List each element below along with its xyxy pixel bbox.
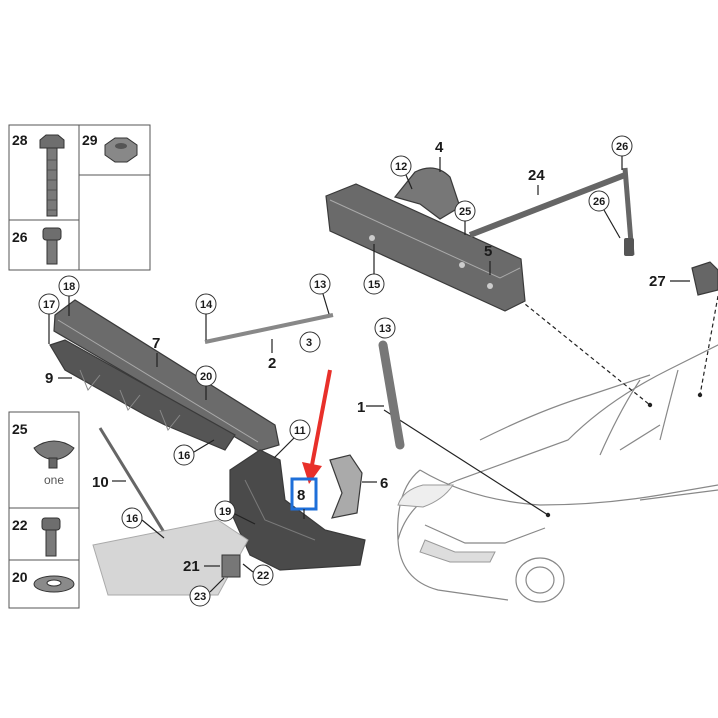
svg-text:26: 26 [593, 196, 605, 208]
svg-text:12: 12 [395, 161, 407, 173]
callout-23: 23 [189, 577, 225, 607]
legend-label-22: 22 [12, 517, 28, 533]
screw-22-icon [41, 517, 61, 557]
svg-text:22: 22 [257, 570, 269, 582]
svg-text:20: 20 [200, 371, 212, 383]
screw-26-icon [42, 227, 62, 265]
indicator-arrow [302, 369, 332, 484]
bolt-28-icon [39, 134, 65, 217]
svg-text:17: 17 [43, 299, 55, 311]
label-7: 7 [152, 335, 160, 352]
callout-26-top: 26 [611, 135, 633, 170]
part-2-rod [204, 313, 334, 344]
legend-label-28: 28 [12, 132, 28, 148]
label-27: 27 [649, 273, 666, 290]
callout-16-low: 16 [121, 507, 165, 539]
callout-3: 3 [299, 331, 321, 353]
label-21: 21 [183, 558, 200, 575]
part-27-bracket [691, 261, 718, 296]
legend-label-20: 20 [12, 569, 28, 585]
callout-16-mid: 16 [173, 439, 215, 466]
leader-5-car [519, 299, 651, 406]
callout-20: 20 [195, 365, 217, 400]
callout-13-mid: 13 [374, 317, 396, 339]
svg-text:3: 3 [306, 337, 312, 349]
legend-label-29: 29 [82, 132, 98, 148]
part-10-strut [98, 427, 172, 543]
part-21-clip [221, 554, 241, 578]
part-7-cowl [53, 299, 280, 452]
leader-1-car [383, 409, 549, 516]
label-2: 2 [268, 355, 276, 372]
callout-12: 12 [390, 155, 413, 190]
legend-label-26: 26 [12, 229, 28, 245]
callout-13-top: 13 [309, 273, 331, 315]
part-26-screw [624, 238, 634, 256]
label-6: 6 [380, 475, 388, 492]
svg-text:13: 13 [379, 323, 391, 335]
label-4: 4 [435, 139, 444, 156]
callout-25: 25 [454, 200, 476, 235]
label-10: 10 [92, 474, 109, 491]
callout-26-mid: 26 [588, 190, 621, 239]
callout-11: 11 [273, 419, 311, 459]
svg-text:15: 15 [368, 279, 380, 291]
svg-text:16: 16 [126, 513, 138, 525]
label-5: 5 [484, 243, 492, 260]
part-9-shield [49, 339, 236, 451]
part-1-brace [378, 340, 405, 450]
svg-text:16: 16 [178, 450, 190, 462]
label-9: 9 [45, 370, 53, 387]
callout-18: 18 [58, 275, 80, 316]
svg-text:19: 19 [219, 506, 231, 518]
svg-text:13: 13 [314, 279, 326, 291]
leader-27-car [699, 295, 718, 396]
part-5-bracket [325, 183, 526, 312]
legend-label-25: 25 [12, 421, 28, 437]
part-24-strut [468, 172, 627, 238]
label-8: 8 [297, 487, 305, 504]
label-1: 1 [357, 399, 365, 416]
nut-29-icon [104, 137, 138, 163]
svg-text:26: 26 [616, 141, 628, 153]
callout-22: 22 [242, 563, 274, 586]
fastener-legend: 28 29 26 25 one 22 20 [8, 124, 151, 609]
clip-25-icon [33, 440, 75, 469]
part-6-bracket [329, 454, 363, 519]
legend-note-one: one [44, 473, 64, 487]
callout-17: 17 [38, 293, 60, 344]
callout-19: 19 [214, 500, 256, 525]
svg-text:18: 18 [63, 281, 75, 293]
svg-text:11: 11 [294, 425, 306, 437]
callout-15: 15 [363, 244, 385, 295]
callout-14: 14 [195, 293, 217, 340]
car-outline [397, 344, 718, 603]
label-24: 24 [528, 167, 545, 184]
svg-text:14: 14 [200, 299, 213, 311]
svg-text:25: 25 [459, 206, 471, 218]
svg-text:23: 23 [194, 591, 206, 603]
washer-20-icon [33, 575, 75, 593]
